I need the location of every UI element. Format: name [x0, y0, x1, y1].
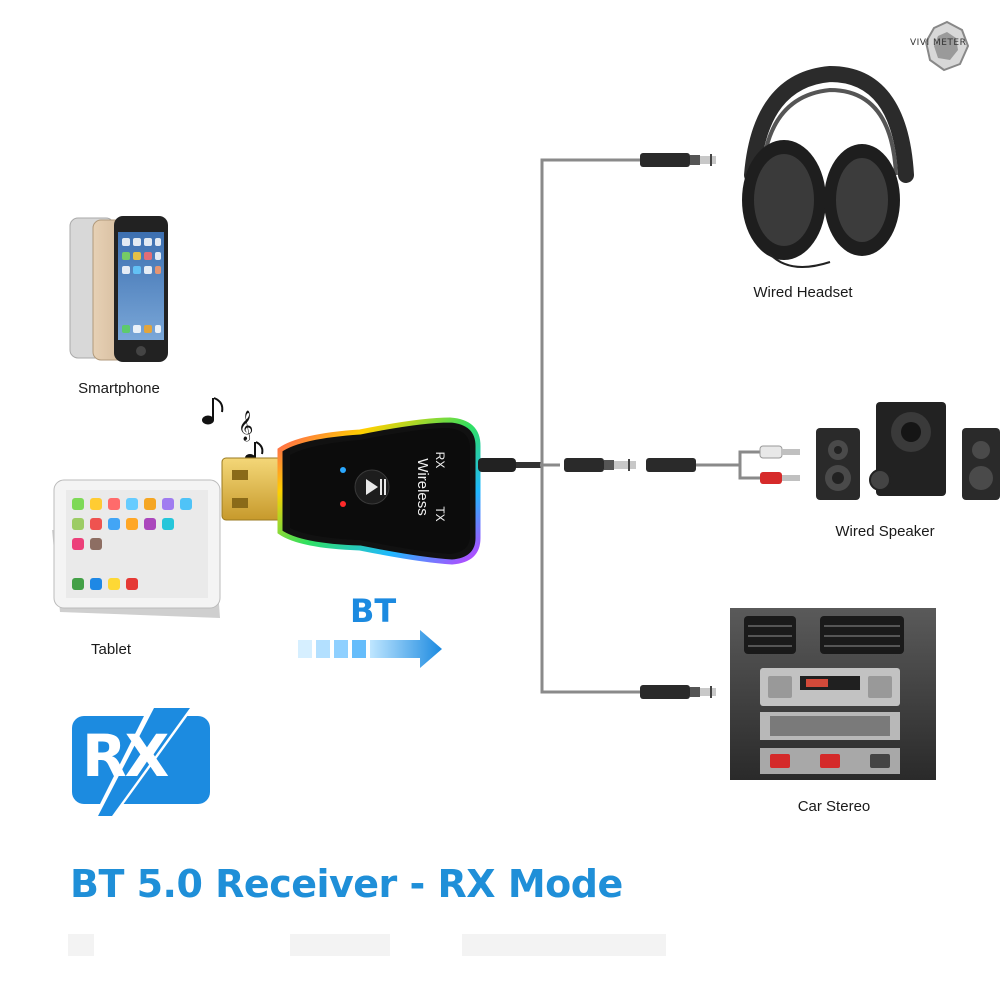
car-aux-plug: [640, 685, 716, 699]
headphones-image: [742, 65, 914, 268]
smartphone-label: Smartphone: [78, 380, 160, 397]
smartphone-image: [69, 216, 168, 362]
tablet-label: Tablet: [91, 641, 132, 658]
bt-label: BT: [350, 592, 397, 630]
bluetooth-adapter: Wireless RX TX: [221, 417, 481, 565]
rx-mode-badge: [72, 704, 210, 820]
music-notes-icon: 𝄞: [202, 397, 264, 462]
audio-cable-tree: [540, 158, 640, 694]
speaker-aux-plugs: [564, 445, 800, 484]
headset-label: Wired Headset: [753, 284, 853, 301]
headset-aux-plug: [640, 153, 716, 167]
adapter-aux-plug: [478, 458, 542, 472]
page-title: BT 5.0 Receiver - RX Mode: [70, 862, 623, 906]
speaker-label: Wired Speaker: [835, 523, 934, 540]
car-stereo-image: [730, 608, 936, 780]
bt-arrow-icon: [298, 630, 442, 668]
speakers-image: [816, 402, 1000, 500]
svg-text:𝄞: 𝄞: [238, 410, 253, 442]
adapter-tx-label: TX: [433, 506, 447, 521]
adapter-wireless-label: Wireless: [414, 458, 431, 516]
rx-badge-text: RX: [82, 722, 169, 790]
faint-watermark-text: [68, 934, 666, 956]
vivi-meter-logo: [924, 20, 970, 72]
adapter-rx-label: RX: [433, 452, 447, 469]
tablet-image: [52, 479, 221, 618]
watermark-text: VIVI METER: [910, 38, 967, 48]
car-stereo-label: Car Stereo: [798, 798, 871, 815]
